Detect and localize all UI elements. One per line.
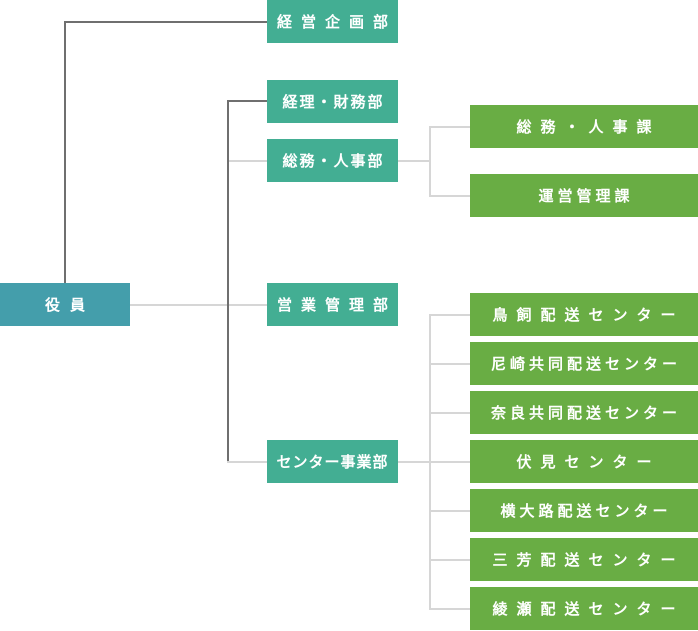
connector-exec-up bbox=[64, 21, 66, 283]
node-center-miyoshi: 三芳配送センター bbox=[470, 538, 698, 581]
node-dept-center-division: センター事業部 bbox=[267, 440, 398, 483]
connector-planning bbox=[64, 21, 267, 23]
node-section-general-affairs-hr: 総務・人事課 bbox=[470, 105, 698, 148]
node-center-nara: 奈良共同配送センター bbox=[470, 391, 698, 434]
node-center-amagasaki: 尼崎共同配送センター bbox=[470, 342, 698, 385]
connector-cd-sec4 bbox=[429, 461, 470, 463]
node-center-yokooji: 横大路配送センター bbox=[470, 489, 698, 532]
connector-cd-sec6 bbox=[429, 559, 470, 561]
connector-ga-sec1 bbox=[429, 126, 470, 128]
connector-dept-trunk bbox=[227, 100, 229, 463]
node-center-fushimi: 伏見センター bbox=[470, 440, 698, 483]
node-dept-accounting-finance: 経理・財務部 bbox=[267, 80, 398, 123]
connector-cd-sec3 bbox=[429, 412, 470, 414]
connector-general-affairs bbox=[229, 160, 267, 162]
connector-finance bbox=[227, 100, 267, 102]
connector-cd-sec1 bbox=[429, 314, 470, 316]
connector-ga-trunk bbox=[429, 126, 431, 196]
node-center-ayase: 綾瀬配送センター bbox=[470, 587, 698, 630]
connector-cd-sec5 bbox=[429, 510, 470, 512]
connector-cd-sec2 bbox=[429, 363, 470, 365]
connector-cd-sec7 bbox=[429, 608, 470, 610]
connector-sales bbox=[229, 304, 267, 306]
connector-ga-out bbox=[398, 160, 430, 162]
node-center-torikai: 鳥飼配送センター bbox=[470, 293, 698, 336]
connector-exec-right bbox=[130, 304, 228, 306]
node-dept-general-affairs-hr: 総務・人事部 bbox=[267, 139, 398, 182]
connector-ga-sec2 bbox=[429, 195, 470, 197]
node-executive: 役員 bbox=[0, 283, 130, 326]
node-section-operations-management: 運営管理課 bbox=[470, 174, 698, 217]
connector-cd-out bbox=[398, 461, 430, 463]
connector-center-division bbox=[227, 461, 267, 463]
node-dept-sales-management: 営業管理部 bbox=[267, 283, 398, 326]
node-dept-corporate-planning: 経営企画部 bbox=[267, 0, 398, 43]
